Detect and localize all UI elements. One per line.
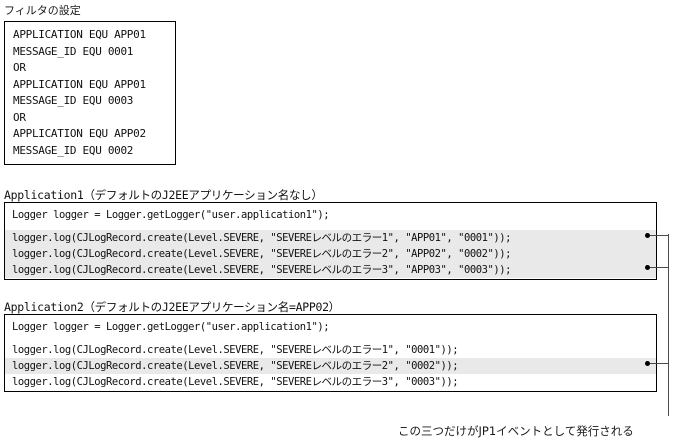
application2-code-box: Logger logger = Logger.getLogger("user.a…	[4, 314, 657, 392]
application1-code-line-2: logger.log(CJLogRecord.create(Level.SEVE…	[5, 246, 656, 262]
application2-title: Application2（デフォルトのJ2EEアプリケーション名=APP02）	[4, 300, 340, 315]
connector-line-app2-line2	[650, 362, 669, 364]
application1-title-text: Application1（デフォルトのJ2EEアプリケーション名なし）	[4, 188, 323, 202]
application2-code-line-2: logger.log(CJLogRecord.create(Level.SEVE…	[5, 358, 656, 374]
connector-line-app1-line1	[650, 234, 669, 236]
marker-dot-app1-line1	[645, 232, 650, 238]
application1-title: Application1（デフォルトのJ2EEアプリケーション名なし）	[4, 188, 323, 203]
code-spacer	[5, 223, 656, 230]
filter-condition-line: OR	[13, 110, 26, 124]
marker-dot-app2-line2	[645, 360, 650, 366]
application2-code-line-3: logger.log(CJLogRecord.create(Level.SEVE…	[12, 376, 459, 388]
filter-condition-list: APPLICATION EQU APP01 MESSAGE_ID EQU 000…	[13, 27, 173, 159]
application1-code-line-1: logger.log(CJLogRecord.create(Level.SEVE…	[5, 230, 656, 246]
filter-condition-line: APPLICATION EQU APP02	[13, 127, 146, 140]
connector-line-app1-line3	[650, 266, 669, 268]
filter-condition-line: APPLICATION EQU APP01	[13, 77, 146, 91]
filter-condition-line: OR	[13, 61, 26, 74]
filter-settings-title: フィルタの設定	[4, 4, 81, 17]
application2-code-line-1: logger.log(CJLogRecord.create(Level.SEVE…	[12, 344, 459, 356]
connector-trunk-line	[667, 234, 669, 416]
code-spacer	[5, 335, 656, 342]
filter-condition-line: MESSAGE_ID EQU 0001	[13, 44, 134, 58]
filter-condition-line: APPLICATION EQU APP01	[13, 28, 146, 41]
application2-declaration: Logger logger = Logger.getLogger("user.a…	[12, 321, 330, 333]
application1-code-line-3: logger.log(CJLogRecord.create(Level.SEVE…	[5, 262, 656, 278]
marker-dot-app1-line3	[645, 264, 650, 270]
application2-title-text: Application2（デフォルトのJ2EEアプリケーション名=APP02）	[4, 300, 340, 314]
filter-condition-line: MESSAGE_ID EQU 0003	[13, 94, 134, 107]
filter-condition-line: MESSAGE_ID EQU 0002	[13, 143, 134, 157]
application1-declaration: Logger logger = Logger.getLogger("user.a…	[12, 209, 330, 221]
filter-settings-box: APPLICATION EQU APP01 MESSAGE_ID EQU 000…	[4, 21, 176, 165]
diagram-caption: この三つだけがJP1イベントとして発行される	[398, 424, 634, 438]
application1-code-box: Logger logger = Logger.getLogger("user.a…	[4, 202, 657, 280]
